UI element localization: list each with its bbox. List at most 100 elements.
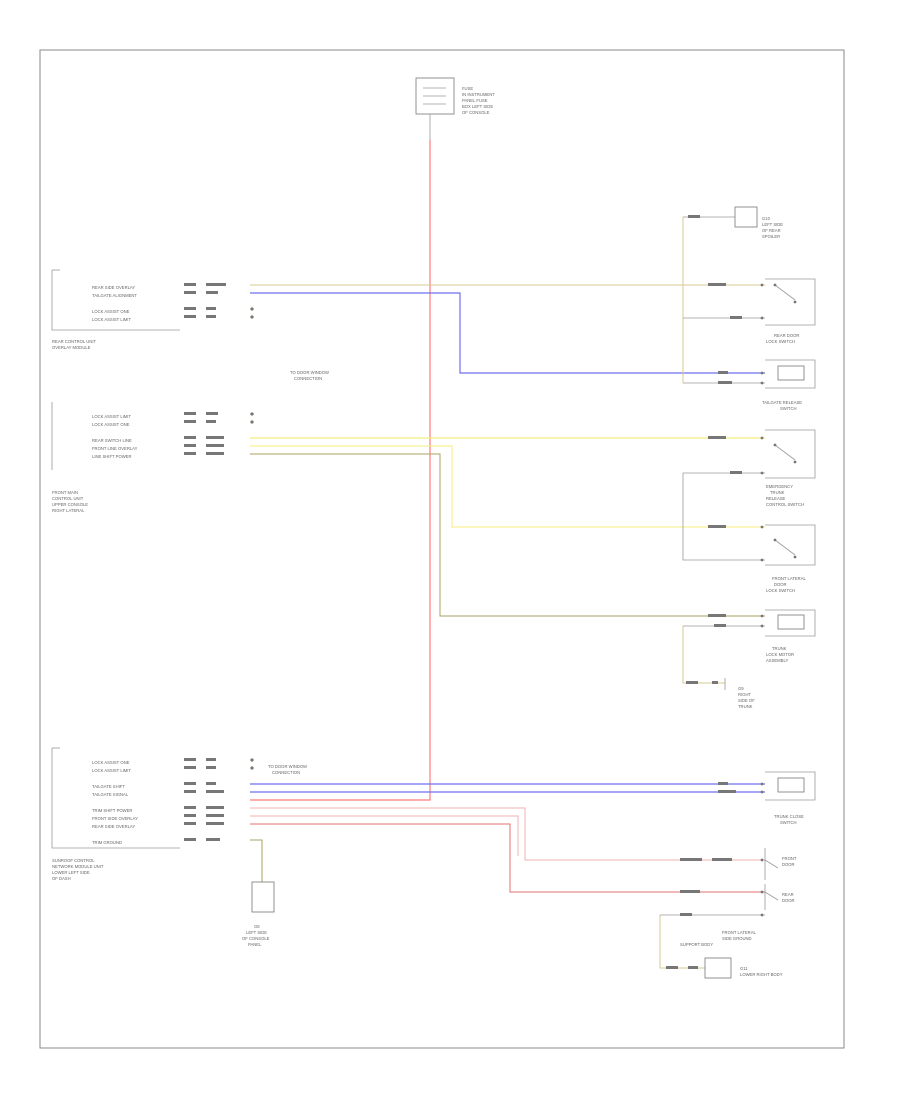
svg-text:LINE SHIFT POWER: LINE SHIFT POWER xyxy=(92,454,131,459)
svg-text:OF REAR: OF REAR xyxy=(762,228,781,233)
svg-text:FRONT MAIN: FRONT MAIN xyxy=(52,490,78,495)
junction-label-upper: TO DOOR WINDOW xyxy=(290,370,329,375)
svg-text:REAR DOOR: REAR DOOR xyxy=(774,333,799,338)
svg-text:RIGHT LATERAL: RIGHT LATERAL xyxy=(52,508,85,513)
svg-text:NETWORK MODULE UNIT: NETWORK MODULE UNIT xyxy=(52,864,104,869)
svg-text:LOCK ASSIST ONE: LOCK ASSIST ONE xyxy=(92,309,130,314)
svg-text:CONTROL SWITCH: CONTROL SWITCH xyxy=(766,502,804,507)
svg-text:LOWER LEFT SIDE: LOWER LEFT SIDE xyxy=(52,870,90,875)
mid-switch-top: EMERGENCY TRUNK RELEASE CONTROL SWITCH xyxy=(765,429,816,507)
connector-dots xyxy=(250,307,254,770)
svg-text:G8: G8 xyxy=(254,924,260,929)
left-module-top: REAR SIDE OVERLAY TAILGATE ALIGNMENT LOC… xyxy=(51,269,180,350)
connector-pin-labels xyxy=(184,283,226,841)
svg-text:LOCK ASSIST ONE: LOCK ASSIST ONE xyxy=(92,760,130,765)
connector-top-right: G10 LEFT SIDE OF REAR SPOILER xyxy=(734,206,783,239)
trunk-lock-component: TRUNK LOCK MOTOR ASSEMBLY xyxy=(765,609,816,663)
svg-text:TRIM SHIFT POWER: TRIM SHIFT POWER xyxy=(92,808,132,813)
fuse-label-2: IN INSTRUMENT xyxy=(462,92,495,97)
mid-switch-bottom: FRONT LATERAL DOOR LOCK SWITCH xyxy=(765,524,816,593)
svg-text:G10: G10 xyxy=(762,216,771,221)
svg-text:REAR SIDE OVERLAY: REAR SIDE OVERLAY xyxy=(92,285,135,290)
svg-text:SPOILER: SPOILER xyxy=(762,234,780,239)
junction-dots xyxy=(760,283,764,917)
svg-text:CONTROL UNIT: CONTROL UNIT xyxy=(52,496,84,501)
left-module-bottom: LOCK ASSIST ONE LOCK ASSIST LIMIT TAILGA… xyxy=(51,747,180,881)
svg-text:REAR CONTROL UNIT: REAR CONTROL UNIT xyxy=(52,339,96,344)
fuse-label: FUSE xyxy=(462,86,473,91)
svg-text:G11: G11 xyxy=(740,966,748,971)
wire-red-trunk xyxy=(250,140,431,801)
wire-color-labels-right xyxy=(666,215,742,969)
svg-text:TRUNK: TRUNK xyxy=(770,490,785,495)
svg-text:FRONT: FRONT xyxy=(782,856,797,861)
svg-text:FRONT LATERAL: FRONT LATERAL xyxy=(722,930,756,935)
junction-label-upper-2: CONNECTION xyxy=(294,376,322,381)
ground-mid-right: G9 RIGHT SIDE OF TRUNK xyxy=(724,678,755,709)
fuse-block-top xyxy=(415,77,455,140)
svg-text:SIDE GROUND: SIDE GROUND xyxy=(722,936,752,941)
door-switch-front: FRONT DOOR xyxy=(764,848,797,880)
rear-switch-component: REAR DOOR LOCK SWITCH xyxy=(765,278,816,344)
left-module-middle: LOCK ASSIST LIMIT LOCK ASSIST ONE REAR S… xyxy=(51,402,138,513)
svg-text:TAILGATE SHIFT: TAILGATE SHIFT xyxy=(92,784,125,789)
wire-bottom-darkred xyxy=(250,823,765,893)
svg-text:LOCK ASSIST LIMIT: LOCK ASSIST LIMIT xyxy=(92,414,131,419)
svg-text:RIGHT: RIGHT xyxy=(738,692,751,697)
svg-text:TRUNK: TRUNK xyxy=(738,704,753,709)
svg-text:TRUNK: TRUNK xyxy=(772,646,787,651)
svg-text:EMERGENCY: EMERGENCY xyxy=(766,484,793,489)
svg-text:G9: G9 xyxy=(738,686,744,691)
wire-brown-mid xyxy=(250,453,765,617)
svg-text:TAILGATE ALIGNMENT: TAILGATE ALIGNMENT xyxy=(92,293,137,298)
fuse-label-5: OF CONSOLE xyxy=(462,110,490,115)
wire-right-low-bus xyxy=(682,626,725,684)
svg-text:LOCK SWITCH: LOCK SWITCH xyxy=(766,588,795,593)
svg-text:DOOR: DOOR xyxy=(782,898,795,903)
wire-yellow-mid-2 xyxy=(250,445,765,528)
svg-text:ASSEMBLY: ASSEMBLY xyxy=(766,658,788,663)
svg-text:LOCK ASSIST LIMIT: LOCK ASSIST LIMIT xyxy=(92,768,131,773)
fuse-label-4: BOX LEFT SIDE xyxy=(462,104,493,109)
door-switch-rear: REAR DOOR xyxy=(764,884,795,910)
wire-bottom-pink-b xyxy=(250,815,519,856)
junction-label-lower-2: CONNECTION xyxy=(272,770,300,775)
svg-text:FRONT SIDE OVERLAY: FRONT SIDE OVERLAY xyxy=(92,816,138,821)
svg-text:PANEL: PANEL xyxy=(248,942,262,947)
svg-text:LOWER RIGHT BODY: LOWER RIGHT BODY xyxy=(740,972,783,977)
door-lock-module-bottom: FRONT LATERAL SIDE GROUND SUPPORT BODY G… xyxy=(680,930,783,979)
svg-text:SWITCH: SWITCH xyxy=(780,820,797,825)
svg-text:LEFT SIDE: LEFT SIDE xyxy=(246,930,267,935)
svg-text:REAR SIDE OVERLAY: REAR SIDE OVERLAY xyxy=(92,824,135,829)
svg-text:TAILGATE SIGNAL: TAILGATE SIGNAL xyxy=(92,792,129,797)
svg-text:TAILGATE RELEASE: TAILGATE RELEASE xyxy=(762,400,802,405)
wire-blue-top xyxy=(250,292,765,374)
svg-text:LOCK SWITCH: LOCK SWITCH xyxy=(766,339,795,344)
wire-bottom-ground xyxy=(250,839,263,882)
svg-text:OVERLAY MODULE: OVERLAY MODULE xyxy=(52,345,91,350)
svg-text:LEFT SIDE: LEFT SIDE xyxy=(762,222,783,227)
diagram-frame xyxy=(39,49,845,1049)
svg-text:DOOR: DOOR xyxy=(782,862,795,867)
ground-component-bottom-left: G8 LEFT SIDE OF CONSOLE PANEL xyxy=(242,881,275,947)
fuse-label-3: PANEL FUSE xyxy=(462,98,488,103)
svg-text:OF CONSOLE: OF CONSOLE xyxy=(242,936,270,941)
svg-text:SWITCH: SWITCH xyxy=(780,406,797,411)
svg-text:DOOR: DOOR xyxy=(774,582,787,587)
tailgate-actuator-component: TAILGATE RELEASE SWITCH xyxy=(762,359,816,411)
svg-text:SIDE OF: SIDE OF xyxy=(738,698,755,703)
svg-text:LOCK ASSIST ONE: LOCK ASSIST ONE xyxy=(92,422,130,427)
svg-text:REAR: REAR xyxy=(782,892,794,897)
wire-bottom-pink-a xyxy=(250,807,765,861)
svg-text:FRONT LINE OVERLAY: FRONT LINE OVERLAY xyxy=(92,446,138,451)
svg-text:SUPPORT BODY: SUPPORT BODY xyxy=(680,942,713,947)
wire-right-mid-bus xyxy=(682,473,765,561)
svg-text:TRIM GROUND: TRIM GROUND xyxy=(92,840,122,845)
svg-text:TRUNK CLOSE: TRUNK CLOSE xyxy=(774,814,804,819)
junction-label-lower: TO DOOR WINDOW xyxy=(268,764,307,769)
svg-text:SUNROOF CONTROL: SUNROOF CONTROL xyxy=(52,858,95,863)
svg-text:REAR SWITCH LINE: REAR SWITCH LINE xyxy=(92,438,132,443)
svg-text:LOCK ASSIST LIMIT: LOCK ASSIST LIMIT xyxy=(92,317,131,322)
trunk-release-switch-bottom: TRUNK CLOSE SWITCH xyxy=(765,771,816,825)
